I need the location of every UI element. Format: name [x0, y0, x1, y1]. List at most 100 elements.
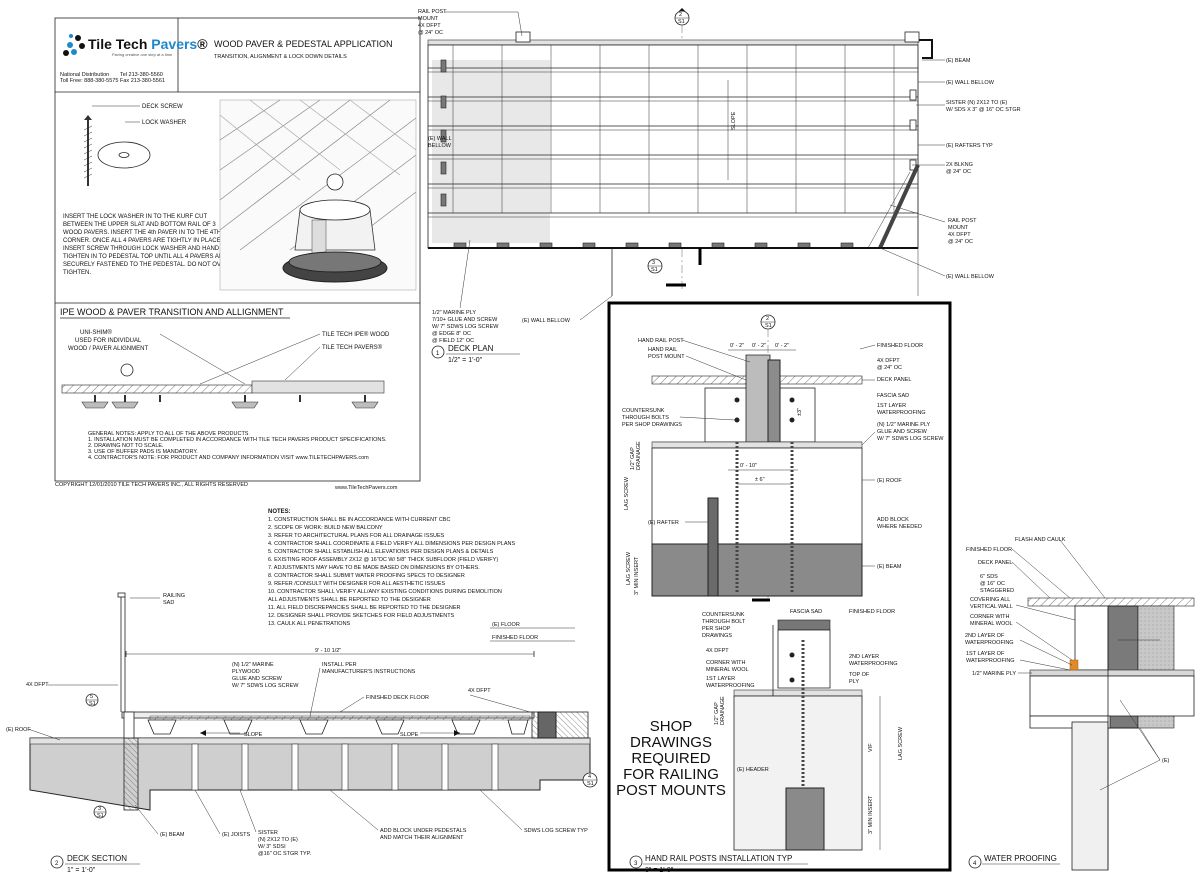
- wp2-label: WATERPROOFING: [849, 661, 898, 667]
- countersunk-label: PER SHOP DRAWINGS: [622, 422, 682, 428]
- sister-label: W/ 3" SDSI: [258, 844, 286, 850]
- hand-rail-post-label: HAND RAIL POST: [638, 338, 684, 344]
- marine-ply-label: 1/2" MARINE PLY: [432, 310, 476, 316]
- note-item: 4. CONTRACTOR SHALL COORDINATE & FIELD V…: [268, 541, 515, 547]
- eroof-label: (E) ROOF: [6, 727, 31, 733]
- instruction-line: TIGHTEN IN TO PEDESTAL TOP UNTIL ALL 4 P…: [63, 254, 227, 260]
- dist-label: National Distribution: [60, 72, 109, 78]
- view-title: DECK PLAN: [448, 344, 494, 353]
- note-item: 8. CONTRACTOR SHALL SUBMIT WATER PROOFIN…: [268, 573, 465, 579]
- dim-label: 0' - 2": [775, 343, 789, 349]
- note-item: ALL ADJUSTMENTS SHALL BE REPORTED TO THE…: [268, 597, 431, 603]
- dim-label: 0' - 2": [730, 343, 744, 349]
- view-scale: 1/2" = 1'-0": [448, 357, 483, 364]
- add-block-label: ADD BLOCK: [877, 517, 909, 523]
- logo-tagline: Paving creative one step at a time: [112, 52, 173, 57]
- deck-screw-label: DECK SCREW: [142, 104, 183, 110]
- rail-post-mount-label: MOUNT: [418, 16, 439, 22]
- sheet-subtitle: TRANSITION, ALIGNMENT & LOCK DOWN DETAIL…: [214, 54, 347, 60]
- top-ply-label: TOP OF: [849, 672, 870, 678]
- dfpt-label: 4X DFPT: [468, 688, 491, 694]
- finished-floor-label: FINISHED FLOOR: [849, 609, 895, 615]
- deck-panel-label: DECK PANEL: [978, 560, 1012, 566]
- phone: Tel 213-380-5560: [120, 72, 163, 78]
- rafters-label: (E) RAFTERS TYP: [946, 143, 993, 149]
- section-marker-num: 4: [588, 774, 591, 780]
- dfpt-label: 4X DFPT: [877, 358, 900, 364]
- wp1-label: WATERPROOFING: [706, 683, 755, 689]
- countersunk-label: THROUGH BOLTS: [622, 415, 669, 421]
- finished-floor-label: FINISHED FLOOR: [877, 343, 923, 349]
- note-item: 9. REFER /CONSULT WITH DESIGNER FOR ALL …: [268, 581, 445, 587]
- logo-text: Tile Tech Pavers®: [88, 36, 208, 52]
- pedestals: [147, 719, 529, 735]
- wp1-label: 1ST LAYER OF: [966, 651, 1005, 657]
- dfpt-label: @ 24" OC: [877, 365, 902, 371]
- instruction-line: BETWEEN THE UPPER SLAT AND BOTTOM RAIL O…: [63, 222, 216, 228]
- section-marker-num: 2: [766, 316, 769, 322]
- dim-label: 0' - 10": [740, 463, 757, 469]
- existing-label: (E): [1162, 758, 1170, 764]
- rail-post-label: RAIL POST: [948, 218, 977, 224]
- marine-ply-label: GLUE AND SCREW: [232, 676, 283, 682]
- sister-label: SISTER: [258, 830, 278, 836]
- section-marker-num: 5: [90, 694, 93, 700]
- min-insert-label: 3" MIN INSERT: [634, 556, 640, 595]
- plan-verticals: [452, 45, 895, 213]
- marine-ply-label: (N) 1/2" MARINE: [232, 662, 274, 668]
- sister-label: (N) 2X12 TO (E): [258, 837, 298, 843]
- marine-ply-label: W/ 7" SDWS LOG SCREW: [232, 683, 299, 689]
- view-number: 3: [634, 861, 638, 867]
- wp2-label: 2ND LAYER: [849, 654, 879, 660]
- shop-line: POST MOUNTS: [616, 782, 726, 799]
- marine-ply-label: 1/2" MARINE PLY: [972, 671, 1016, 677]
- general-note: 2. DRAWING NOT TO SCALE.: [88, 443, 164, 449]
- transition-heading: IPE WOOD & PAVER TRANSITION AND ALLIGNME…: [60, 307, 284, 317]
- ewall-label: (E) WALL: [428, 136, 452, 142]
- joists: [191, 743, 499, 791]
- hand-rail-detail: 2 S1 0' - 2" 0' - 2" 0' - 2" 0' - 10" ± …: [607, 301, 952, 874]
- note-item: 3. REFER TO ARCHITECTURAL PLANS FOR ALL …: [268, 533, 445, 539]
- lockdown-detail: DECK SCREW LOCK WASHER INSERT THE LOCK W…: [63, 104, 230, 276]
- section-marker-sheet: S1: [765, 323, 772, 329]
- marine-ply-label: PLYWOOD: [232, 669, 260, 675]
- sds-label: @ 16" OC: [980, 581, 1005, 587]
- title-block-frame: [54, 17, 421, 482]
- view-number: 1: [436, 351, 440, 357]
- marine-ply-label: W/ 7" SDWS LOG SCREW: [432, 324, 499, 330]
- corner-label: MINERAL WOOL: [970, 621, 1013, 627]
- view-title: WATER PROOFING: [984, 854, 1057, 863]
- view-title: DECK SECTION: [67, 854, 127, 863]
- marine-ply-label: (N) 1/2" MARINE PLY: [877, 422, 931, 428]
- countersunk-label: PER SHOP: [702, 626, 731, 632]
- hand-rail-frame: [607, 301, 952, 872]
- dimension-label: 9' - 10 1/2": [315, 648, 341, 654]
- view-number: 2: [55, 861, 59, 867]
- section-marker-sheet: S1: [678, 19, 685, 25]
- marine-ply-label: @ EDGE 8" OC: [432, 331, 471, 337]
- marine-ply-label: GLUE AND SCREW: [877, 429, 928, 435]
- hand-rail-mount-label: HAND RAIL: [648, 347, 677, 353]
- note-item: 10. CONTRACTOR SHALL VERIFY ALL/ANY EXIS…: [268, 589, 502, 595]
- gap-label: 1/2" GAP: [714, 702, 720, 725]
- note-item: 5. CONTRACTOR SHALL ESTABLISH ALL ELEVAT…: [268, 549, 494, 555]
- general-note: 1. INSTALLATION MUST BE COMPLETED IN ACC…: [88, 437, 387, 443]
- note-item: 13. CAULK ALL PENETRATIONS: [268, 621, 351, 627]
- add-block-label: ADD BLOCK UNDER PEDESTALS: [380, 828, 467, 834]
- min-insert-label: 3" MIN INSERT: [868, 795, 874, 834]
- fax: Fax 213-380-5561: [120, 78, 165, 84]
- install-label: MANUFACTURER'S INSTRUCTIONS: [322, 669, 416, 675]
- wall-bellow-label: (E) WALL BELLOW: [946, 80, 995, 86]
- finished-floor-label: FINISHED FLOOR: [492, 635, 538, 641]
- pavers-label: TILE TECH PAVERS®: [322, 344, 383, 351]
- waterproofing-label: WATERPROOFING: [877, 410, 926, 416]
- dfpt-label: 4X DFPT: [26, 682, 49, 688]
- countersunk-label: COUNTERSUNK: [622, 408, 665, 414]
- gap-label: DRAINAGE: [720, 696, 726, 725]
- slope-label: SLOPE: [731, 111, 737, 130]
- wall-bellow-label: (E) WALL BELLOW: [946, 274, 995, 280]
- railing-label: SAD: [163, 600, 174, 606]
- section-marker-num: 3: [98, 806, 101, 812]
- efloor-label: (E) FLOOR: [492, 622, 520, 628]
- sds-label: 6" SDS: [980, 574, 998, 580]
